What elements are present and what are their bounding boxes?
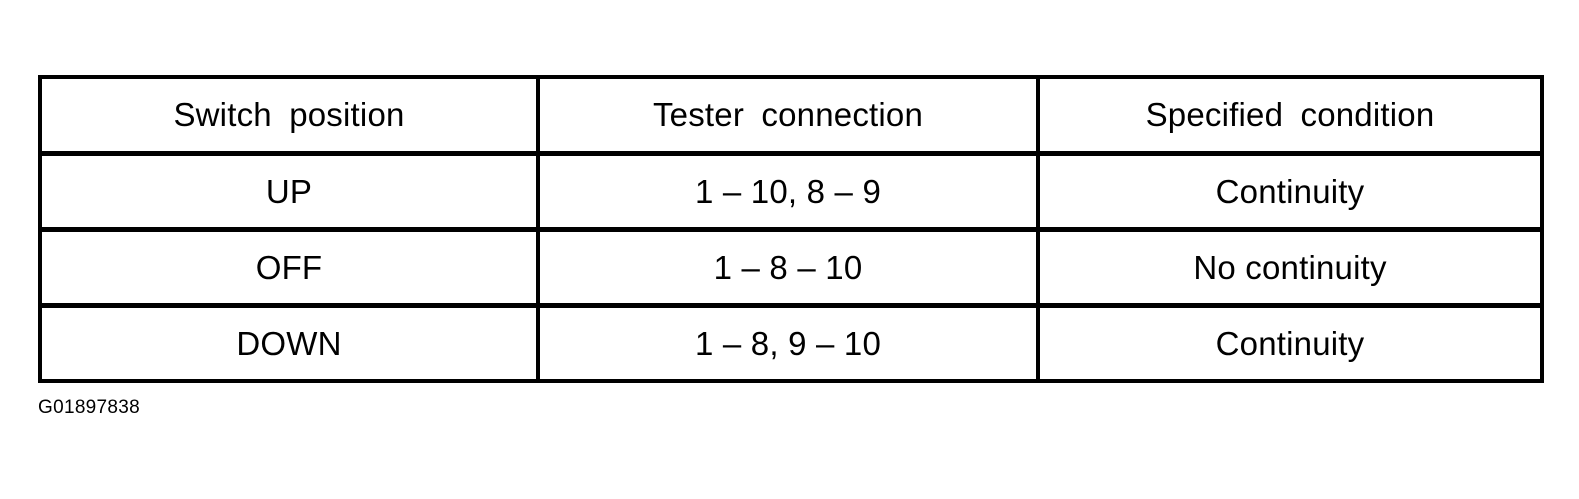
cell-tester-connection: 1 – 10, 8 – 9 xyxy=(538,153,1040,232)
cell-specified-condition: Continuity xyxy=(1038,153,1542,232)
column-header-tester-connection: Tester connection xyxy=(538,77,1040,156)
table-header-row: Switch position Tester connection Specif… xyxy=(40,77,1542,156)
table-row: UP 1 – 10, 8 – 9 Continuity xyxy=(40,153,1542,232)
table-header: Switch position Tester connection Specif… xyxy=(40,77,1542,156)
column-header-switch-position: Switch position xyxy=(40,77,540,156)
table-body: UP 1 – 10, 8 – 9 Continuity OFF 1 – 8 – … xyxy=(40,153,1542,381)
figure-id-caption: G01897838 xyxy=(38,397,141,418)
cell-switch-position: UP xyxy=(40,153,540,232)
cell-specified-condition: No continuity xyxy=(1038,229,1542,308)
cell-switch-position: OFF xyxy=(40,229,540,308)
cell-tester-connection: 1 – 8 – 10 xyxy=(538,229,1040,308)
column-header-specified-condition: Specified condition xyxy=(1038,77,1542,156)
table-row: OFF 1 – 8 – 10 No continuity xyxy=(40,229,1542,308)
cell-tester-connection: 1 – 8, 9 – 10 xyxy=(538,305,1040,381)
cell-specified-condition: Continuity xyxy=(1215,324,1365,362)
table-row: DOWN 1 – 8, 9 – 10 Continuity xyxy=(40,305,1542,381)
switch-specification-table: Switch position Tester connection Specif… xyxy=(38,75,1544,383)
cell-switch-position: DOWN xyxy=(40,305,540,381)
